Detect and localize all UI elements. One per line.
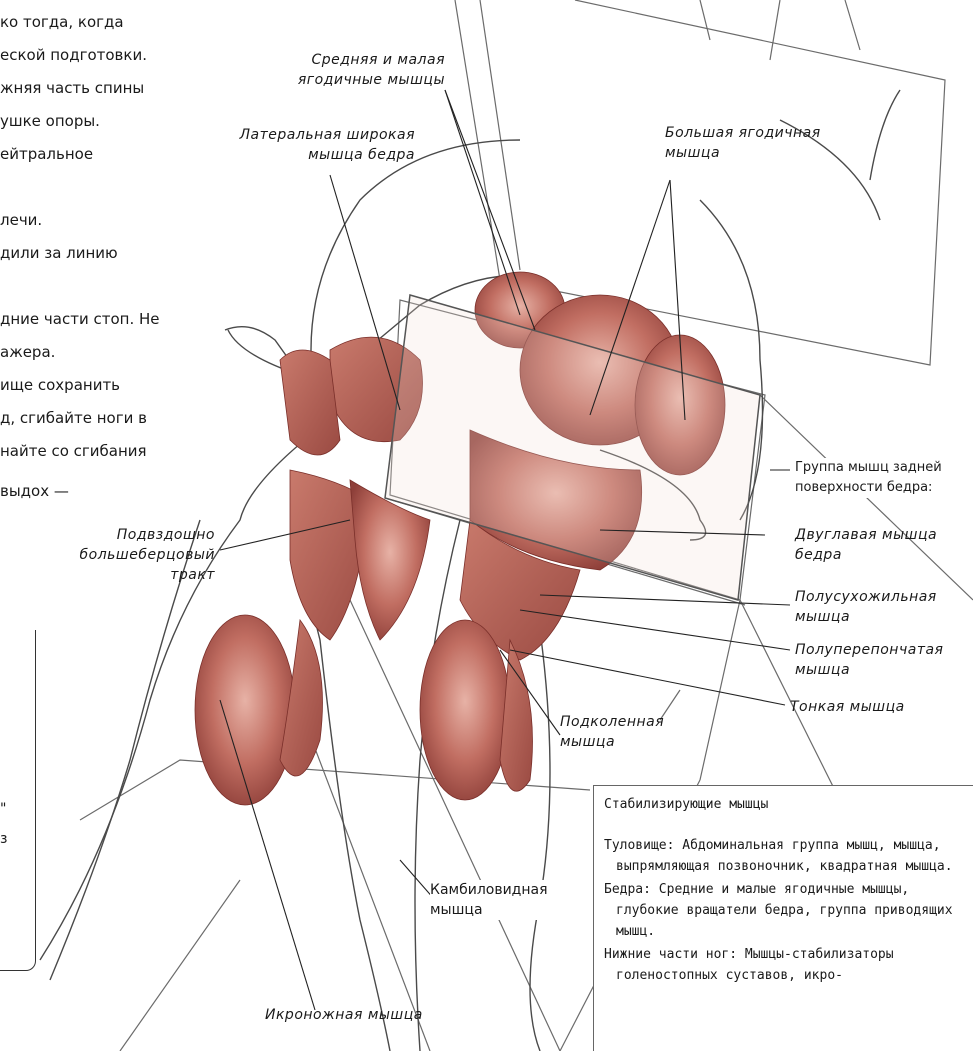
label-popliteus: Подколенная мышца [560, 712, 720, 752]
label-vastus-lateralis: Латеральная широкая мышца бедра [195, 125, 415, 165]
body-line: ейтральное [0, 144, 93, 164]
body-line: выдох — [0, 481, 69, 501]
body-line: жняя часть спины [0, 78, 144, 98]
body-line: ажера. [0, 342, 55, 362]
body-line: найте со сгибания [0, 441, 147, 461]
stabilizers-box: Стабилизирующие мышцы Туловище: Абдомина… [593, 785, 973, 1051]
body-line: дние части стоп. Не [0, 309, 160, 329]
label-soleus: Камбиловидная мышца [430, 880, 595, 920]
body-line: ушке опоры. [0, 111, 100, 131]
stabilizers-item: Бедра: Средние и малые ягодичные мышцы, … [604, 879, 963, 942]
label-gastrocnemius: Икроножная мышца [265, 1005, 495, 1025]
body-line: ко тогда, когда [0, 12, 124, 32]
body-line: д, сгибайте ноги в [0, 408, 147, 428]
body-line: лечи. [0, 210, 42, 230]
body-line: ище сохранить [0, 375, 120, 395]
label-semitendinosus: Полусухожильная мышца [795, 587, 970, 627]
label-posterior-thigh-group: Группа мышц задней поверхности бедра: [795, 458, 973, 498]
body-line: еской подготовки. [0, 45, 147, 65]
label-biceps-femoris: Двуглавая мышца бедра [795, 525, 970, 565]
left-fragment-quote: " [0, 800, 6, 818]
stabilizers-item: Нижние части ног: Мышцы-стабилизаторы го… [604, 944, 963, 986]
label-gracilis: Тонкая мышца [790, 697, 960, 717]
body-text: ко тогда, когда еской подготовки. жняя ч… [0, 12, 200, 492]
stabilizers-title: Стабилизирующие мышцы [604, 794, 963, 815]
label-semimembranosus: Полуперепончатая мышца [795, 640, 973, 680]
label-gluteus-medius-minimus: Средняя и малая ягодичные мышцы [230, 50, 445, 90]
label-gluteus-maximus: Большая ягодичная мышца [665, 123, 885, 163]
stabilizers-item: Туловище: Абдоминальная группа мышц, мыш… [604, 835, 963, 877]
body-line: дили за линию [0, 243, 118, 263]
label-iliotibial-tract: Подвздошно большеберцовый тракт [40, 525, 215, 585]
left-fragment-letter: з [0, 830, 7, 848]
